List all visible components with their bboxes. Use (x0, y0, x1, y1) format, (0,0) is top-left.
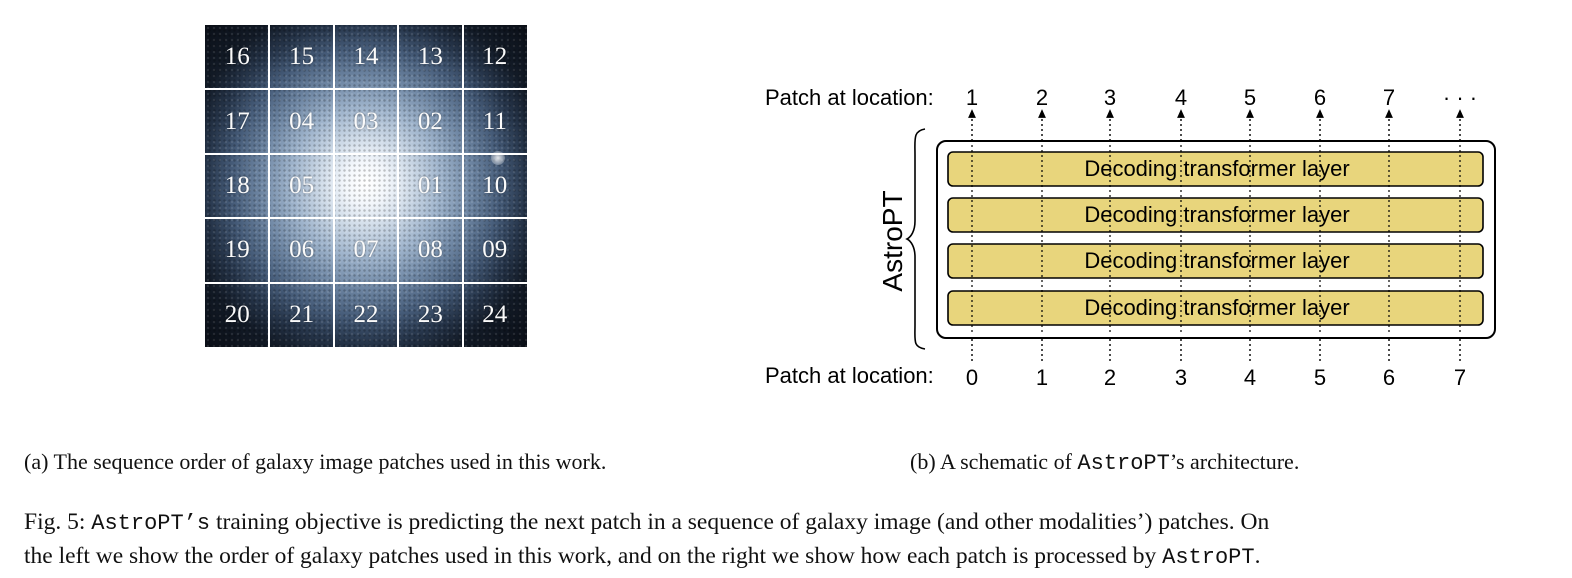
bottom-index: 7 (1454, 365, 1466, 390)
panel-a-caption: (a) The sequence order of galaxy image p… (24, 449, 607, 474)
patch-cell: 23 (417, 300, 443, 328)
bottom-index: 6 (1383, 365, 1395, 390)
astropt-outer-box (936, 140, 1496, 339)
figure-caption-text-1: training objective is predicting the nex… (210, 509, 1270, 535)
bottom-index: 4 (1244, 365, 1256, 390)
top-indices: 1 2 3 4 5 6 7 · · · (966, 85, 1477, 110)
bottom-row-label: Patch at location: (765, 363, 934, 388)
astropt-label: AstroPT (877, 190, 908, 291)
architecture-diagram: Patch at location: 1 2 3 4 5 6 7 · · · Decoding… (765, 85, 1496, 390)
patch-cell: 05 (289, 171, 315, 199)
patch-cell (334, 154, 398, 218)
patch-cell: 08 (417, 236, 443, 264)
grid-line-horizontal (205, 217, 527, 220)
figure-caption-text-2: the left we show the order of galaxy pat… (24, 543, 1163, 569)
transformer-layer-box (947, 151, 1484, 187)
figure-caption-line-1: Fig. 5: AstroPT’s training objective is … (24, 506, 1552, 540)
patch-cell: 18 (224, 171, 250, 199)
panel-b-caption-prefix: (b) A schematic of (910, 449, 1078, 474)
transformer-layers (947, 151, 1484, 326)
patch-cell: 13 (417, 43, 443, 71)
figure-caption-code-2: AstroPT (1162, 545, 1255, 570)
grid-line-horizontal (205, 88, 527, 91)
top-index: 6 (1314, 85, 1326, 110)
panel-b-caption-suffix: ’s architecture. (1169, 449, 1300, 474)
transformer-layer-label: Decoding transformer layer (1084, 202, 1349, 227)
transformer-layer-label: Decoding transformer layer (1084, 295, 1349, 320)
transformer-layer-box (947, 197, 1484, 233)
galaxy-patch-grid: 16 15 14 13 12 17 04 03 02 11 18 05 01 10 19 06 07 08 09 20… (205, 25, 527, 347)
bottom-index: 2 (1104, 365, 1116, 390)
top-index: 7 (1383, 85, 1395, 110)
figure-caption-text-3: . (1254, 543, 1261, 569)
bottom-index: 0 (966, 365, 978, 390)
bottom-index: 5 (1314, 365, 1326, 390)
grid-line-horizontal (205, 281, 527, 284)
patch-cell: 12 (482, 43, 508, 71)
top-index: 1 (966, 85, 978, 110)
bottom-index: 1 (1036, 365, 1048, 390)
transformer-layer-box (947, 290, 1484, 326)
patch-cell: 16 (224, 43, 250, 71)
patch-cell: 21 (289, 300, 315, 328)
top-index: · · · (1443, 85, 1477, 110)
galaxy-image-texture (205, 25, 527, 347)
grid-line-vertical (461, 25, 464, 347)
grid-line-vertical (268, 25, 271, 347)
top-index: 3 (1104, 85, 1116, 110)
patch-cell: 20 (224, 300, 250, 328)
bottom-index: 3 (1175, 365, 1187, 390)
grid-line-horizontal (205, 152, 527, 155)
grid-line-vertical (332, 25, 335, 347)
patch-cell: 24 (482, 300, 508, 328)
patch-cell: 03 (353, 107, 379, 135)
top-index: 2 (1036, 85, 1048, 110)
patch-cell: 19 (224, 236, 250, 264)
patch-cell: 06 (289, 236, 315, 264)
top-index: 4 (1175, 85, 1187, 110)
figure-caption-code-1: AstroPT’s (91, 511, 211, 536)
patch-cell: 10 (482, 171, 508, 199)
patch-cell: 02 (417, 107, 443, 135)
transformer-layer-box (947, 243, 1484, 279)
transformer-layer-label: Decoding transformer layer (1084, 156, 1349, 181)
grid-line-vertical (397, 25, 400, 347)
patch-cell: 22 (353, 300, 379, 328)
bottom-indices: 0 1 2 3 4 5 6 7 (966, 365, 1466, 390)
top-row-label: Patch at location: (765, 85, 934, 110)
patch-cell: 01 (417, 171, 443, 199)
patch-cell: 14 (353, 43, 379, 71)
patch-cell: 04 (289, 107, 315, 135)
figure-caption: Fig. 5: AstroPT’s training objective is … (24, 506, 1552, 574)
top-index: 5 (1244, 85, 1256, 110)
patch-cell: 07 (353, 236, 379, 264)
panel-b-caption: (b) A schematic of AstroPT’s architectur… (910, 449, 1299, 476)
panel-b-caption-code: AstroPT (1077, 451, 1170, 476)
figure-caption-line-2: the left we show the order of galaxy pat… (24, 540, 1552, 574)
transformer-layer-label: Decoding transformer layer (1084, 248, 1349, 273)
patch-cell: 11 (482, 107, 507, 135)
patch-cell: 15 (289, 43, 315, 71)
figure-label: Fig. 5: (24, 509, 92, 535)
patch-cell: 09 (482, 236, 508, 264)
astropt-brace (905, 128, 926, 350)
patch-cell: 17 (224, 107, 250, 135)
